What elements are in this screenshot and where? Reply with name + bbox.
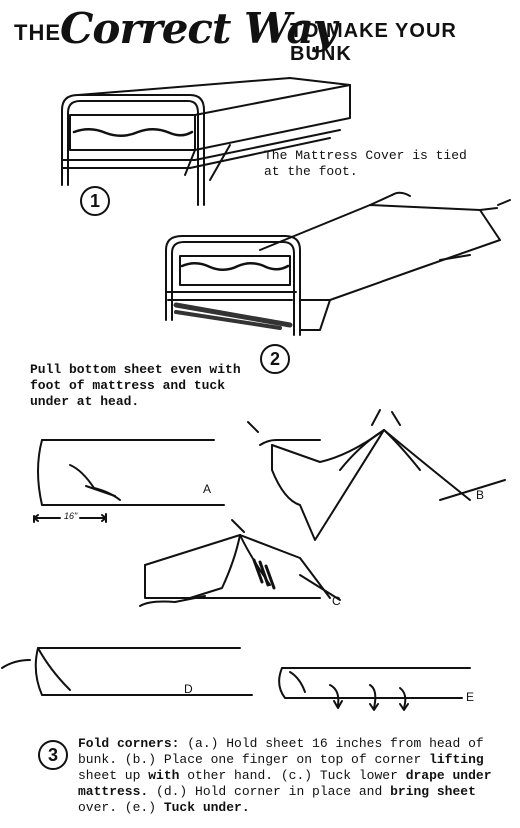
figure-label-a: A	[203, 482, 212, 496]
step-1-caption-line-2: at the foot.	[264, 164, 358, 179]
figure-label-d: D	[184, 682, 193, 696]
step-2-badge: 2	[260, 344, 290, 374]
title-the: THE	[14, 20, 61, 45]
bunk-illustration-2	[165, 191, 511, 336]
step-3-mattress: mattress.	[78, 784, 149, 799]
step-2-caption-line-1: Pull bottom sheet even with	[30, 362, 241, 377]
step-3-with: with	[148, 768, 180, 783]
step-1-badge: 1	[80, 186, 110, 216]
figure-label-b: B	[476, 488, 485, 502]
figure-label-c: C	[332, 594, 341, 608]
step-1-caption-line-1: The Mattress Cover is tied	[264, 148, 467, 163]
figure-d	[1, 647, 253, 696]
step-2-caption-line-2: foot of mattress and tuck	[30, 378, 226, 393]
step-3-text-part-3: other hand. (c.) Tuck lower	[179, 768, 406, 783]
step-3-drape-under: drape under	[405, 768, 492, 783]
step-3-instructions: Fold corners: (a.) Hold sheet 16 inches …	[78, 736, 508, 816]
title-correct-way: Correct Way	[60, 4, 337, 53]
step-3-lifting: lifting	[429, 752, 484, 767]
figure-label-e: E	[466, 690, 475, 704]
step-3-text-part-4: (d.) Hold corner in place and	[148, 784, 391, 799]
step-3-text-part-2: sheet up	[78, 768, 149, 783]
figure-c	[139, 519, 341, 607]
step-2-caption-line-3: under at head.	[30, 394, 140, 409]
step-3-tuck-under: Tuck under.	[163, 800, 250, 815]
figure-b	[247, 409, 506, 541]
step-3-text-part-5: over. (e.)	[78, 800, 164, 815]
step-3-bring-sheet: bring sheet	[390, 784, 476, 799]
bunk-illustration-1	[61, 77, 351, 206]
measure-label: 16"	[64, 511, 78, 521]
step-3-text-part-1: (a.) Hold sheet 16 inches from head of b…	[78, 736, 484, 767]
figure-a	[33, 439, 225, 523]
title-rest: TO MAKE YOUR BUNK	[290, 20, 457, 65]
fold-corners-label: Fold corners:	[78, 736, 180, 751]
step-3-badge: 3	[38, 740, 68, 770]
figure-e	[278, 667, 471, 711]
